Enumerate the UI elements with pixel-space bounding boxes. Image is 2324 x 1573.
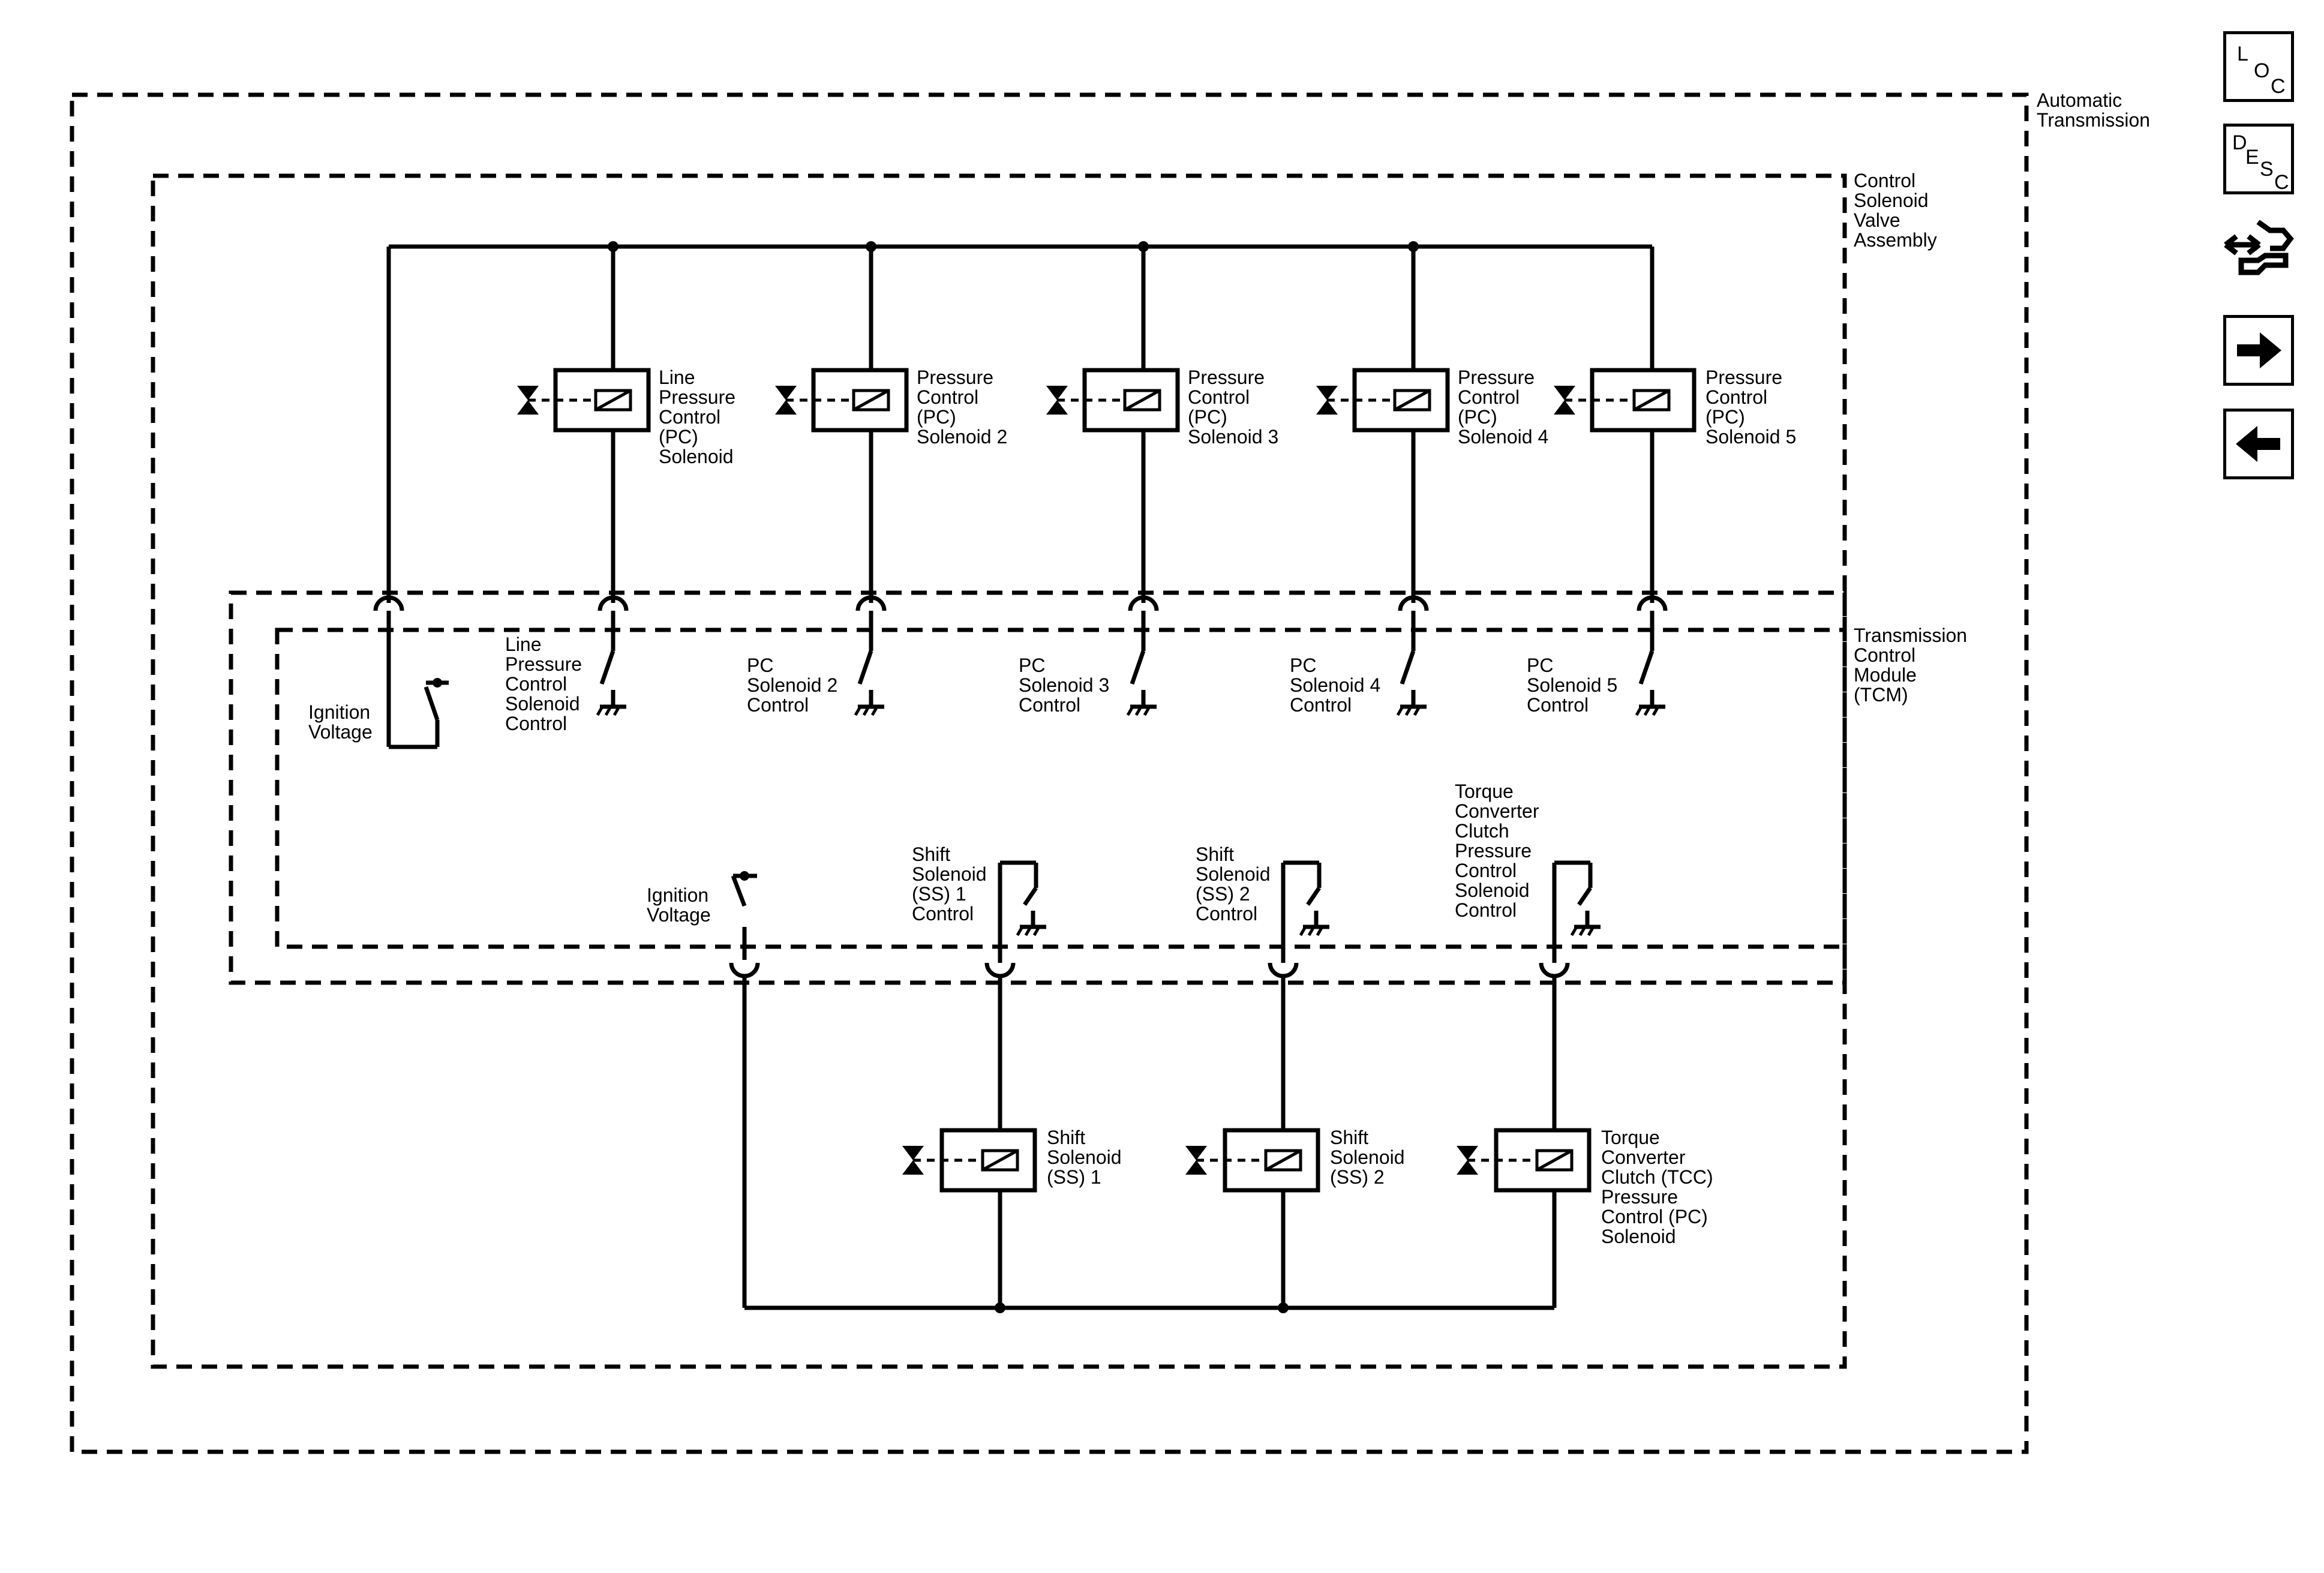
- tcm-inner-enclosure: [275, 628, 1847, 949]
- desc-letter-c: C: [2274, 171, 2289, 194]
- tcm-outer-enclosure: [229, 590, 1847, 985]
- tcm-ignition-switch-top: [386, 611, 449, 749]
- solenoid-pc-5: [1554, 368, 1697, 433]
- desc-letter-s: S: [2260, 158, 2274, 181]
- connector-swap-icon[interactable]: [2223, 215, 2294, 287]
- control-solenoid-valve-assembly-enclosure: [151, 173, 1847, 1369]
- desc-letter-d: D: [2232, 131, 2247, 154]
- solenoid-pc-3: [1046, 368, 1180, 433]
- tcm-low-side-drivers-top: [596, 611, 1665, 716]
- loc-button[interactable]: L O C: [2223, 31, 2294, 102]
- desc-letter-e: E: [2245, 146, 2259, 169]
- desc-button[interactable]: D E S C: [2223, 124, 2294, 194]
- bottom-connector-terminals: [729, 927, 1570, 978]
- tcm-low-side-drivers-bottom: [998, 860, 1601, 963]
- solenoid-ss-1: [902, 1128, 1037, 1193]
- next-arrow-icon: [2237, 332, 2281, 368]
- solenoid-pc-4: [1316, 368, 1450, 433]
- solenoid-pc-2: [775, 368, 909, 433]
- previous-arrow-icon: [2236, 426, 2280, 462]
- previous-button[interactable]: [2223, 409, 2294, 479]
- solenoid-ss-2: [1185, 1128, 1320, 1193]
- next-button[interactable]: [2223, 315, 2294, 386]
- loc-letter-c: C: [2271, 75, 2286, 98]
- solenoid-line-pc: [517, 368, 651, 433]
- loc-letter-l: L: [2237, 43, 2248, 65]
- automatic-transmission-enclosure: [70, 92, 2029, 1454]
- top-connector-terminals: [373, 595, 1668, 611]
- solenoid-tcc-pc: [1457, 1128, 1592, 1193]
- loc-letter-o: O: [2254, 59, 2270, 82]
- bottom-solenoid-wiring: [742, 977, 1557, 1313]
